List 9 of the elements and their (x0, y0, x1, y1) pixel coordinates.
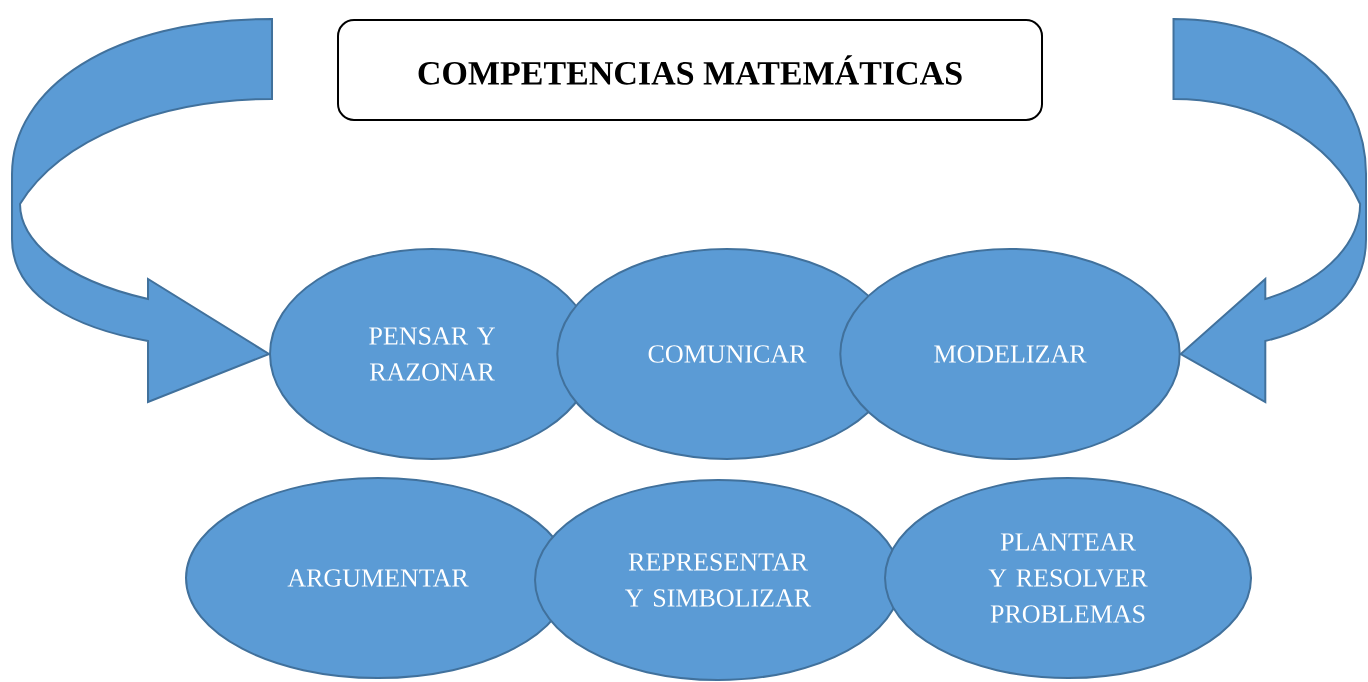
oval: COMUNICAR (556, 248, 898, 460)
oval: PLANTEAR Y RESOLVER PROBLEMAS (884, 477, 1252, 679)
curved-arrow (1172, 18, 1367, 403)
title-box: COMPETENCIAS MATEMÁTICAS (337, 19, 1043, 121)
oval: PENSAR Y RAZONAR (269, 248, 595, 460)
oval: MODELIZAR (839, 248, 1181, 460)
oval: REPRESENTAR Y SIMBOLIZAR (534, 479, 902, 681)
curved-arrow (11, 18, 273, 403)
oval: ARGUMENTAR (185, 477, 571, 679)
